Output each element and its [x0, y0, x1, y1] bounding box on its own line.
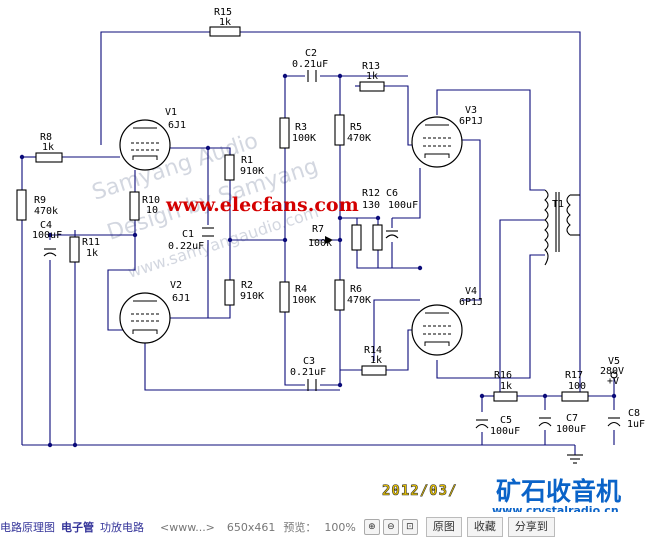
label-c1-value: 0.22uF [168, 241, 204, 252]
label-r5-value: 470K [347, 133, 371, 144]
label-r13-name: R13 [362, 61, 380, 72]
logo-text: 矿石收音机 [496, 477, 621, 506]
watermark-url: www.elecfans.com [165, 194, 359, 216]
label-r10-value: 10 [146, 205, 158, 216]
label-r15-name: R15 [214, 7, 232, 18]
zoom-out-icon[interactable]: ⊖ [382, 519, 399, 535]
label-r16-name: R16 [494, 370, 512, 381]
label-v5-value: 280V [600, 366, 624, 377]
watermark-date: 2012/03/ [382, 483, 457, 499]
logo-subtext: www.crystalradio.cn [492, 504, 619, 512]
label-r14-value: 1k [370, 355, 382, 366]
label-r5-name: R5 [350, 122, 362, 133]
tube-v1 [119, 119, 171, 171]
capacitors [43, 70, 621, 429]
label-c6-name: C6 [386, 188, 398, 199]
breadcrumb[interactable]: <www...> [160, 520, 215, 534]
link-vacuum-tube[interactable]: 电子管 [61, 521, 94, 534]
label-c5-name: C5 [500, 415, 512, 426]
ground-symbol [567, 454, 583, 464]
label-v4-value: 6P1J [459, 297, 483, 308]
tube-v4 [411, 304, 463, 356]
component-labels: R15 1k R8 1k R9 470k R10 10 C4 100uF R11… [32, 7, 645, 437]
label-c4-name: C4 [40, 220, 52, 231]
label-c2-name: C2 [305, 48, 317, 59]
link-amplifier-circuit[interactable]: 功放电路 [100, 521, 144, 534]
label-c3-value: 0.21uF [290, 367, 326, 378]
label-c8-value: 1uF [627, 419, 645, 430]
resistors [16, 26, 589, 402]
label-v3-value: 6P1J [459, 116, 483, 127]
label-r17-name: R17 [565, 370, 583, 381]
label-r13-value: 1k [366, 71, 378, 82]
link-circuit-diagram[interactable]: 电路原理图 [0, 521, 55, 534]
label-v4-name: V4 [465, 286, 477, 297]
label-r7-name: R7 [312, 224, 324, 235]
label-r10-name: R10 [142, 195, 160, 206]
label-v5-name: V5 [608, 356, 620, 367]
transformer-t1 [544, 189, 580, 266]
label-r16-value: 1k [500, 381, 512, 392]
junction-dots [19, 73, 617, 448]
original-image-button[interactable]: 原图 [425, 517, 462, 537]
label-r4-value: 100K [292, 295, 316, 306]
label-r11-value: 1k [86, 248, 98, 259]
label-v3-name: V3 [465, 105, 477, 116]
label-r9-value: 470k [34, 206, 58, 217]
label-r7-value: 100k [308, 238, 332, 249]
label-c1-name: C1 [182, 229, 194, 240]
label-r12-value: 130 [362, 200, 380, 211]
preview-label: 预览： [283, 521, 317, 534]
label-r2-name: R2 [241, 280, 253, 291]
label-r6-name: R6 [350, 284, 362, 295]
supply-terminal [610, 371, 618, 379]
zoom-in-icon[interactable]: ⊕ [363, 519, 380, 535]
label-t1-name: T1 [552, 199, 564, 210]
label-r14-name: R14 [364, 345, 382, 356]
image-dimensions: 650x461 [226, 520, 276, 534]
favorite-button[interactable]: 收藏 [466, 517, 503, 537]
label-c7-name: C7 [566, 413, 578, 424]
label-r8-value: 1k [42, 142, 54, 153]
label-r12-name: R12 [362, 188, 380, 199]
label-r9-name: R9 [34, 195, 46, 206]
label-c7-value: 100uF [556, 424, 586, 435]
label-r1-value: 910K [240, 166, 264, 177]
preview-zoom-value: 100% [324, 520, 356, 534]
share-button[interactable]: 分享到 [507, 517, 555, 537]
label-r17-value: 100 [568, 381, 586, 392]
label-r1-name: R1 [241, 155, 253, 166]
crystalradio-logo: 矿石收音机 www.crystalradio.cn [492, 477, 621, 512]
label-r4-name: R4 [295, 284, 307, 295]
label-r8-name: R8 [40, 132, 52, 143]
viewer-bottom-bar: 电路原理图 电子管 功放电路 <www...> 650x461 预览： 100%… [0, 512, 656, 542]
label-c3-name: C3 [303, 356, 315, 367]
label-v5-sub: +V [607, 376, 619, 387]
label-v1-value: 6J1 [168, 120, 186, 131]
schematic-canvas: Samyang Audio Design by Samyang www.samy… [16, 7, 646, 512]
label-r3-name: R3 [295, 122, 307, 133]
label-r6-value: 470K [347, 295, 371, 306]
fit-screen-icon[interactable]: ⊡ [401, 519, 418, 535]
label-r3-value: 100K [292, 133, 316, 144]
label-c8-name: C8 [628, 408, 640, 419]
label-v2-name: V2 [170, 280, 182, 291]
label-r15-value: 1k [219, 17, 231, 28]
tube-v2 [119, 292, 171, 344]
label-c5-value: 100uF [490, 426, 520, 437]
label-r11-name: R11 [82, 237, 100, 248]
label-r2-value: 910K [240, 291, 264, 302]
label-v1-name: V1 [165, 107, 177, 118]
label-v2-value: 6J1 [172, 293, 190, 304]
tube-v3 [411, 116, 463, 168]
label-c2-value: 0.21uF [292, 59, 328, 70]
label-c6-value: 100uF [388, 200, 418, 211]
label-c4-value: 100uF [32, 230, 62, 241]
